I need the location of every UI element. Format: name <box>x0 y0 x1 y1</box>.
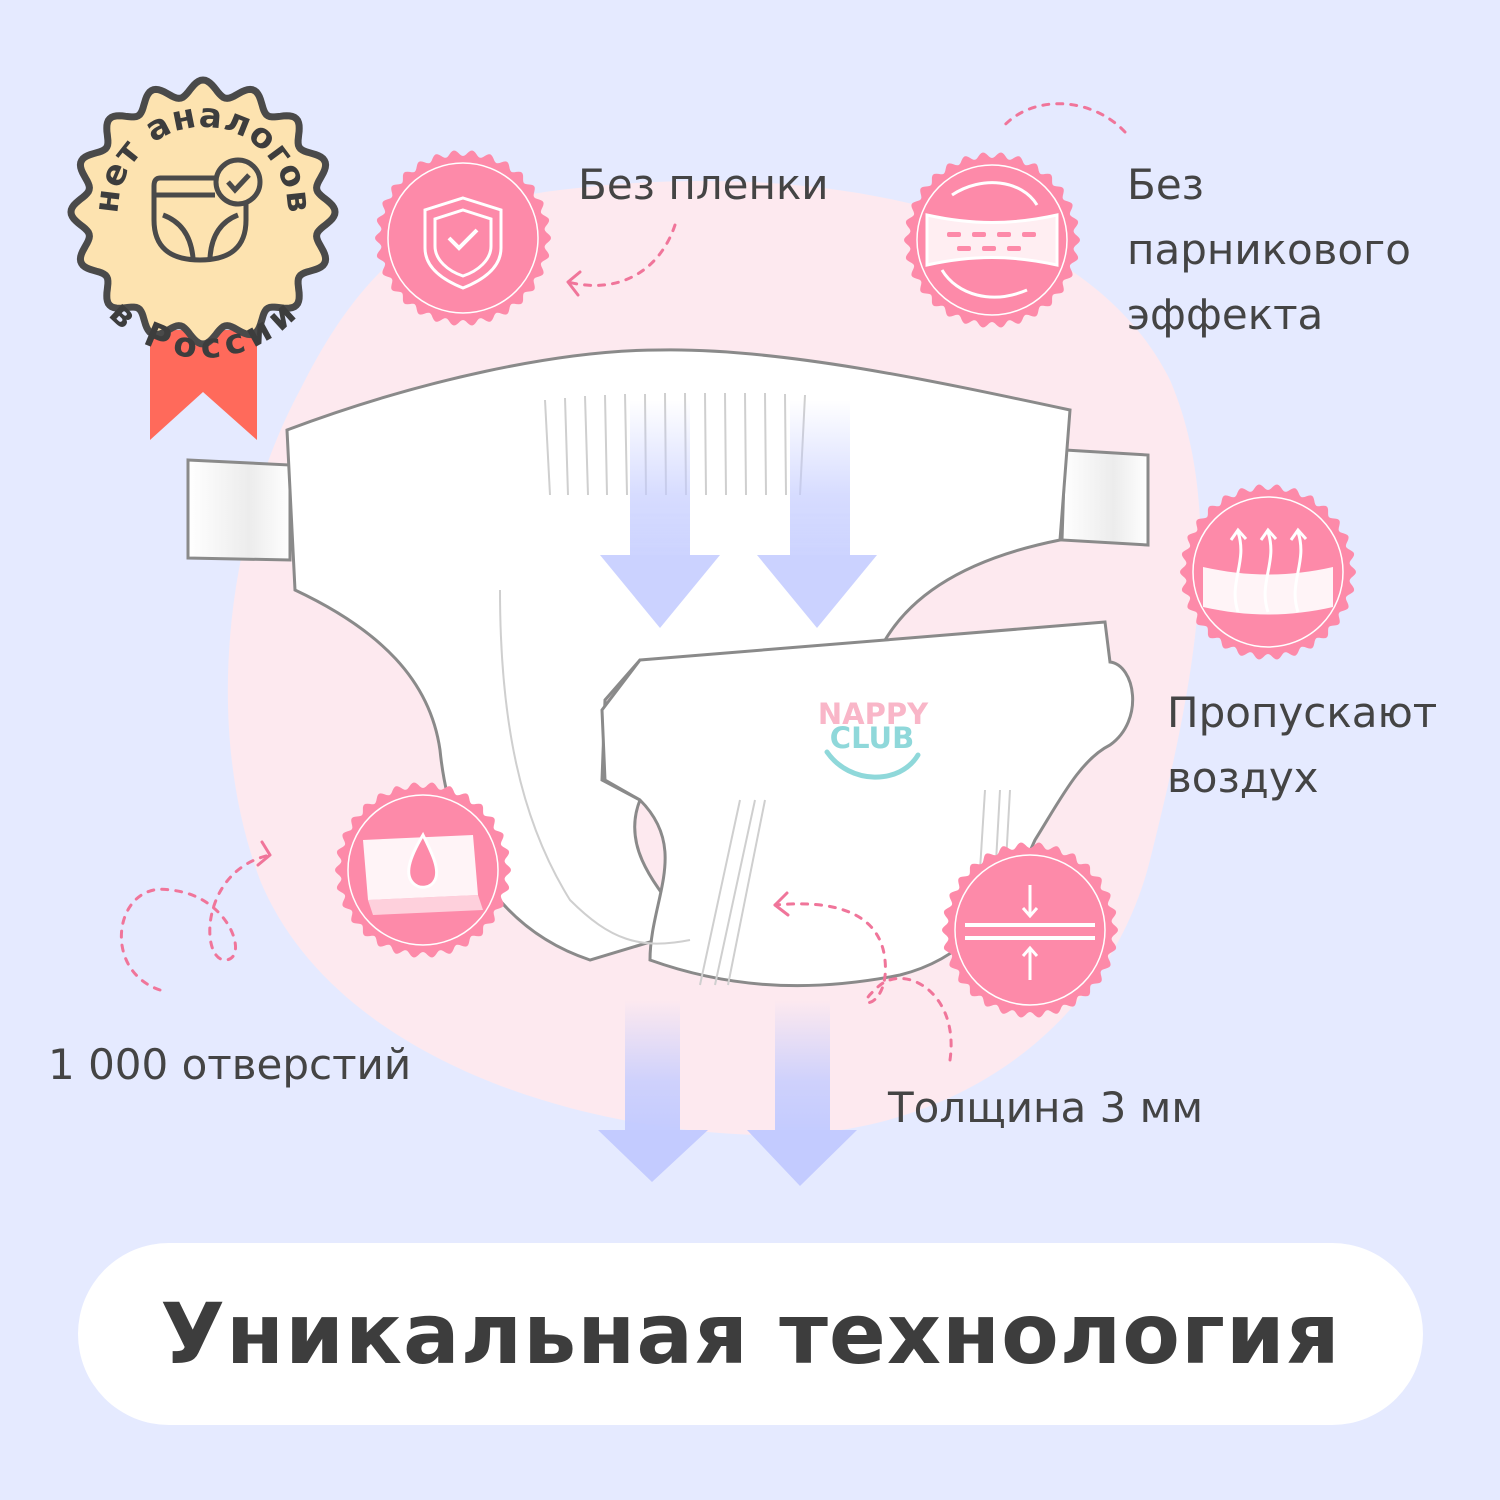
label-line: Без пленки <box>578 160 829 209</box>
feature-label-breathable: Пропускают воздух <box>1167 680 1437 810</box>
feature-label-no-film: Без пленки <box>578 152 829 217</box>
diaper-check-icon <box>151 157 263 263</box>
no-analogs-badge: нет аналогов в России <box>67 76 339 440</box>
brand-line1: NAPPY <box>818 697 929 731</box>
brand-line2: CLUB <box>830 721 914 755</box>
nappy-club-logo: NAPPY CLUB <box>818 697 929 780</box>
feature-label-no-greenhouse: Без парникового эффекта <box>1127 152 1411 347</box>
label-line: Толщина 3 мм <box>888 1083 1204 1132</box>
ribbon <box>150 330 257 440</box>
footer-banner: Уникальная технология <box>78 1243 1423 1425</box>
feature-label-thickness: Толщина 3 мм <box>888 1075 1203 1140</box>
footer-title: Уникальная технология <box>160 1285 1341 1383</box>
air-flow-icon <box>1180 484 1356 660</box>
greenhouse-circulation-icon <box>904 152 1080 328</box>
downward-air-arrows <box>598 1000 857 1186</box>
thickness-icon <box>942 842 1118 1018</box>
shield-check-icon <box>375 150 551 326</box>
label-line: эффекта <box>1127 290 1324 339</box>
label-line: Без <box>1127 160 1204 209</box>
dashed-connectors <box>119 102 1127 1062</box>
feature-label-holes: 1 000 отверстий <box>48 1032 411 1097</box>
label-line: воздух <box>1167 753 1319 802</box>
label-line: Пропускают <box>1167 688 1438 737</box>
label-line: парникового <box>1127 225 1411 274</box>
diaper-center-arrows <box>600 400 877 628</box>
label-line: 1 000 отверстий <box>48 1040 412 1089</box>
drop-holes-icon <box>335 782 511 958</box>
